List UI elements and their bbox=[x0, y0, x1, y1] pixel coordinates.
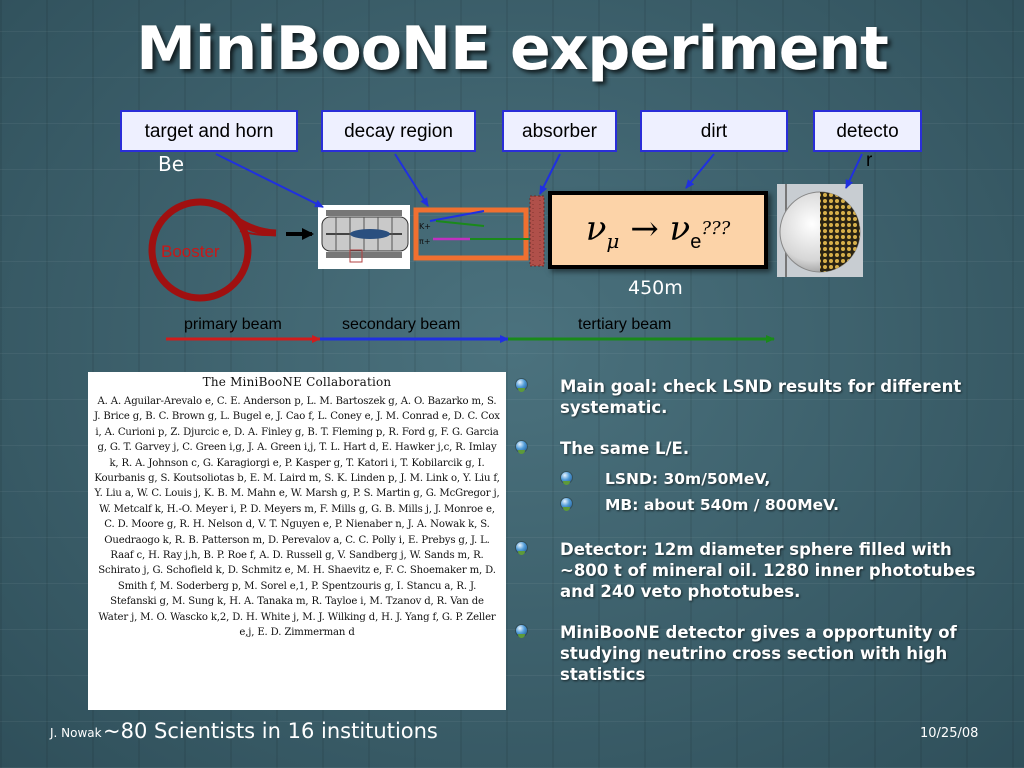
arrow-target-icon bbox=[215, 153, 324, 208]
label-be: Be bbox=[158, 152, 185, 176]
arrow-dirt-icon bbox=[685, 153, 715, 189]
bullet-goal: Main goal: check LSND results for differ… bbox=[514, 376, 984, 418]
bullet-list: Main goal: check LSND results for differ… bbox=[514, 376, 984, 705]
sub-bullet-lsnd: LSND: 30m/50MeV, bbox=[514, 469, 984, 489]
bullet-opportunity: MiniBooNE detector gives a opportunity o… bbox=[514, 622, 984, 685]
detector-sphere-image bbox=[777, 184, 863, 277]
decay-region-box bbox=[413, 207, 529, 261]
bullet-icon bbox=[561, 472, 572, 485]
slide-title: MiniBooNE experiment bbox=[136, 14, 889, 84]
bullet-icon bbox=[561, 498, 572, 511]
bullet-icon bbox=[516, 625, 527, 638]
tertiary-beam-label: tertiary beam bbox=[578, 316, 672, 333]
kaon-label: K+ bbox=[419, 222, 431, 231]
oscillation-box: νμ → νe??? bbox=[548, 191, 768, 269]
arrow-detector-icon bbox=[845, 153, 863, 189]
label-detector: detecto bbox=[813, 110, 922, 152]
secondary-beam-label: secondary beam bbox=[342, 316, 461, 333]
bullet-detector: Detector: 12m diameter sphere filled wit… bbox=[514, 539, 984, 602]
oscillation-formula: νμ → νe??? bbox=[585, 209, 731, 253]
distance-label: 450m bbox=[628, 277, 683, 299]
sub-bullet-mb: MB: about 540m / 800MeV. bbox=[514, 495, 984, 515]
pion-label: π+ bbox=[419, 237, 431, 246]
arrow-absorber-icon bbox=[539, 153, 561, 195]
absorber-wall bbox=[529, 195, 545, 267]
arrow-decay-icon bbox=[394, 153, 429, 207]
label-dirt: dirt bbox=[640, 110, 788, 152]
collaboration-heading: The MiniBooNE Collaboration bbox=[202, 375, 392, 389]
bullet-icon bbox=[516, 542, 527, 555]
primary-beam-label: primary beam bbox=[184, 316, 282, 333]
label-absorber: absorber bbox=[502, 110, 617, 152]
label-decay-region: decay region bbox=[321, 110, 476, 152]
booster-label: Booster bbox=[161, 242, 220, 261]
bullet-icon bbox=[516, 441, 527, 454]
kaon-track-icon bbox=[429, 210, 485, 222]
booster-ring-icon bbox=[148, 198, 277, 302]
label-detector-wrap: r bbox=[866, 150, 873, 171]
bullet-icon bbox=[516, 379, 527, 392]
footer-author: J. Nowak bbox=[50, 726, 102, 740]
horn-image bbox=[318, 205, 410, 269]
footer-date: 10/25/08 bbox=[920, 726, 979, 741]
bullet-same-le: The same L/E. bbox=[514, 438, 984, 459]
collaboration-author-list: The MiniBooNE Collaboration A. A. Aguila… bbox=[88, 372, 506, 710]
label-target-and-horn: target and horn bbox=[120, 110, 298, 152]
collaboration-names: A. A. Aguilar-Arevalo e, C. E. Anderson … bbox=[94, 396, 500, 639]
footer-scientists-count: ~80 Scientists in 16 institutions bbox=[103, 719, 438, 743]
